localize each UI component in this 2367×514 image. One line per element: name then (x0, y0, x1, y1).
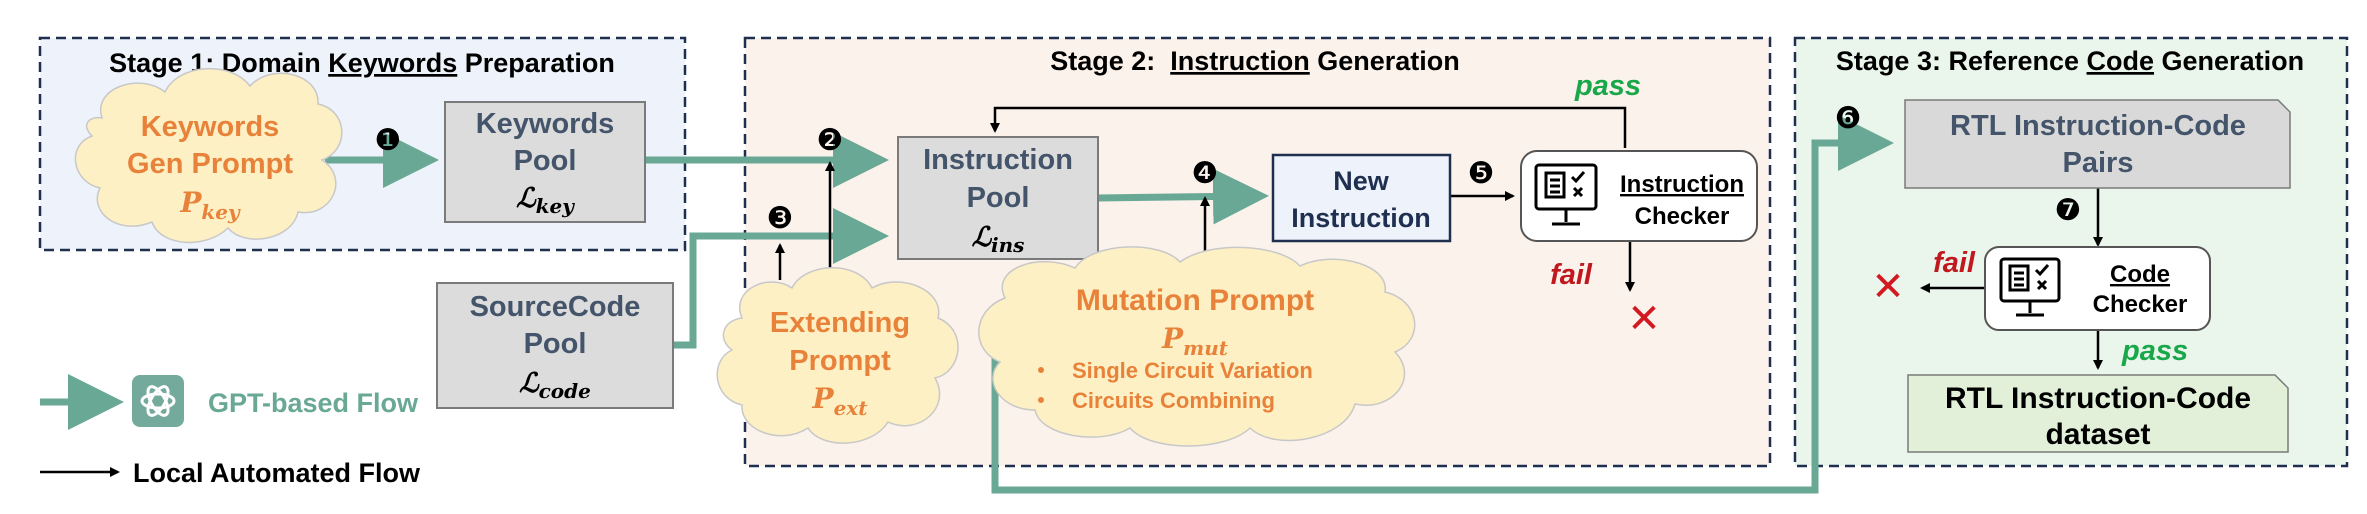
dataset-line2: dataset (2045, 418, 2150, 451)
keywords-pool-line1: Keywords (476, 108, 615, 140)
sourcecode-pool-line2: Pool (524, 328, 587, 360)
step-1-marker: ❶ (375, 123, 402, 158)
rtl-pairs-box: RTL Instruction-Code Pairs (1904, 99, 2291, 189)
code-pass-label: pass (2121, 335, 2188, 367)
extending-prompt-cloud: Extending Prompt Pext (716, 267, 959, 444)
code-fail-cross-icon: ✕ (1871, 264, 1905, 310)
step-7-marker: ❼ (2055, 193, 2082, 228)
extending-prompt-math: Pext (812, 382, 869, 420)
legend-local-flow-label: Local Automated Flow (133, 458, 421, 488)
dataset-line1: RTL Instruction-Code (1945, 382, 2251, 415)
step-4-marker: ❹ (1192, 156, 1219, 191)
instruction-pool-math: ℒins (972, 222, 1025, 257)
mutation-prompt-cloud: Mutation Prompt Pmut Single Circuit Vari… (978, 246, 1416, 447)
extending-prompt-line1: Extending (770, 307, 910, 339)
instruction-pool-line1: Instruction (923, 144, 1073, 176)
step-6-marker: ❻ (1835, 101, 1862, 136)
keywords-pool-box: Keywords Pool ℒkey (444, 101, 646, 223)
keywords-pool-line2: Pool (514, 145, 577, 177)
mutation-bullet-1: Single Circuit Variation (1072, 358, 1313, 383)
extending-prompt-line2: Prompt (789, 345, 891, 377)
sourcecode-pool-line1: SourceCode (470, 291, 641, 323)
step-3-marker: ❸ (767, 201, 794, 236)
instruction-checker-line1: Instruction (1620, 171, 1744, 198)
new-instruction-box: New Instruction (1271, 153, 1452, 243)
instruction-fail-cross-icon: ✕ (1627, 296, 1661, 342)
instruction-checker-line2: Checker (1635, 203, 1730, 230)
rtl-pairs-line1: RTL Instruction-Code (1950, 110, 2246, 142)
mutation-bullet-dot-2 (1038, 397, 1044, 403)
new-instruction-line1: New (1333, 166, 1390, 196)
stage2-title: Stage 2: Instruction Generation (1050, 46, 1460, 76)
local-flow-arrows (40, 106, 2103, 477)
instruction-pool-line2: Pool (967, 182, 1030, 214)
mutation-bullet-2: Circuits Combining (1072, 388, 1275, 413)
stage3-title: Stage 3: Reference Code Generation (1836, 46, 2304, 76)
code-fail-label: fail (1933, 247, 1976, 279)
mutation-prompt-math: Pmut (1161, 322, 1229, 360)
chatgpt-logo-icon (132, 375, 184, 427)
sourcecode-pool-box: SourceCode Pool ℒcode (436, 282, 674, 409)
flow-instruction-pool-to-new-instruction (1097, 168, 1269, 225)
keywords-gen-prompt-line1: Keywords (141, 111, 280, 143)
keywords-gen-prompt-math: Pkey (179, 186, 241, 224)
new-instruction-line2: Instruction (1291, 203, 1431, 233)
step-5-marker: ❺ (1468, 156, 1495, 191)
keywords-gen-prompt-line2: Gen Prompt (127, 148, 293, 180)
legend-gpt-flow-label: GPT-based Flow (208, 388, 419, 418)
instruction-pool-box: Instruction Pool ℒins (897, 136, 1099, 260)
mutation-prompt-title: Mutation Prompt (1076, 284, 1314, 317)
gpt-flow-arrows (40, 115, 1894, 494)
flow-pass-loop-back (990, 106, 1627, 148)
code-checker-line1: Code (2110, 261, 2170, 288)
flow-mutation-to-rtl-pairs (991, 115, 1894, 494)
checklist-monitor-icon (1534, 163, 1598, 226)
flow-sourcecode-to-instruction-pool (673, 208, 889, 349)
keywords-pool-math: ℒkey (516, 183, 575, 218)
instruction-checker-box: Instruction Checker (1520, 150, 1758, 242)
instruction-fail-label: fail (1550, 259, 1593, 291)
sourcecode-pool-math: ℒcode (519, 368, 591, 403)
rtl-pairs-line2: Pairs (2063, 147, 2134, 179)
instruction-pass-label: pass (1574, 70, 1641, 102)
keywords-gen-prompt-cloud: Keywords Gen Prompt Pkey (74, 67, 343, 244)
chatgpt-logo-knot (140, 385, 176, 417)
code-checker-box: Code Checker (1984, 246, 2211, 331)
legend: GPT-based Flow Local Automated Flow (132, 375, 421, 488)
checklist-monitor-icon (1999, 257, 2061, 317)
code-checker-line2: Checker (2093, 291, 2188, 318)
mutation-bullet-dot-1 (1038, 367, 1044, 373)
step-2-marker: ❷ (817, 123, 844, 158)
dataset-box: RTL Instruction-Code dataset (1907, 374, 2289, 453)
